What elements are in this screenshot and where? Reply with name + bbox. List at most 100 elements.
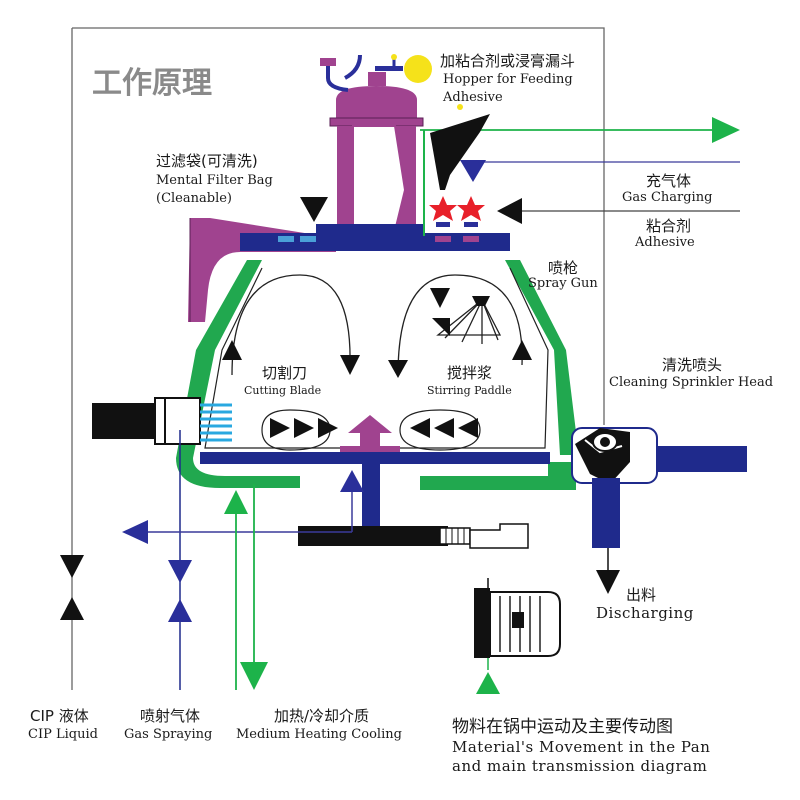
hopper-label-cn: 加粘合剂或浸膏漏斗 bbox=[440, 52, 576, 70]
bottom-arrows-left bbox=[410, 418, 478, 438]
exhaust-arrow bbox=[712, 117, 740, 143]
hopper-label-en-1: Hopper for Feeding bbox=[443, 72, 573, 87]
medium-label-cn: 加热/冷却介质 bbox=[274, 707, 370, 725]
discharge-arrow bbox=[596, 570, 620, 594]
discharge-pipe-down bbox=[592, 478, 620, 548]
motor-flange bbox=[474, 588, 490, 658]
bowl-plate bbox=[200, 452, 550, 464]
filter-arrow bbox=[300, 197, 328, 222]
flow-arrow-4 bbox=[512, 340, 532, 360]
bowl-wall bbox=[176, 260, 300, 488]
gear-output bbox=[469, 523, 529, 549]
discharging-label-cn: 出料 bbox=[626, 586, 657, 604]
gas-spraying-label-cn: 喷射气体 bbox=[140, 707, 201, 725]
return-arrow bbox=[122, 520, 148, 544]
filter-bag bbox=[352, 125, 407, 232]
bottom-loop-right bbox=[399, 409, 481, 451]
gear-coupling-ribs bbox=[445, 528, 465, 544]
spray-gun-fan bbox=[436, 298, 502, 344]
stirring-paddle-label-en: Stirring Paddle bbox=[427, 384, 512, 397]
gearbox bbox=[298, 526, 448, 546]
indicator-bulb bbox=[404, 55, 432, 83]
hopper bbox=[430, 114, 490, 190]
spray-base-1 bbox=[436, 222, 450, 227]
hopper-dot bbox=[457, 104, 463, 110]
filter-label-en-1: Mental Filter Bag bbox=[156, 173, 273, 188]
gear-coupling bbox=[439, 527, 471, 545]
gas-charging-label-cn: 充气体 bbox=[646, 172, 692, 190]
cip-label-en: CIP Liquid bbox=[28, 727, 98, 742]
motor-box bbox=[512, 612, 524, 628]
main-shaft bbox=[362, 464, 380, 536]
sprinkler-label-cn: 清洗喷头 bbox=[662, 356, 723, 374]
flow-right-loop bbox=[397, 274, 523, 376]
filter-body-left bbox=[337, 126, 353, 231]
discharge-pupil bbox=[600, 437, 610, 447]
chopper-motor bbox=[92, 403, 160, 439]
caption-en-1: Material's Movement in the Pan bbox=[452, 738, 711, 756]
gas-valve-top bbox=[168, 560, 192, 583]
lid-nozzle-1 bbox=[278, 236, 294, 242]
filter-label-cn: 过滤袋(可清洗) bbox=[156, 152, 258, 170]
cip-label-cn: CIP 液体 bbox=[30, 707, 89, 725]
chopper-blades bbox=[200, 403, 232, 442]
lid-nozzle-4 bbox=[463, 236, 479, 242]
impeller-hub bbox=[340, 446, 400, 452]
medium-down-arrow bbox=[240, 662, 268, 690]
page-title: 工作原理 bbox=[92, 66, 212, 101]
medium-up-arrow bbox=[224, 490, 248, 514]
return-up-arrow bbox=[340, 470, 364, 492]
adhesive-arrow bbox=[497, 198, 522, 224]
cip-valve-top bbox=[60, 555, 84, 578]
bowl-wall-right bbox=[505, 260, 576, 455]
caption-cn: 物料在锅中运动及主要传动图 bbox=[452, 717, 673, 737]
lid-plate bbox=[316, 224, 424, 234]
caption-en-2: and main transmission diagram bbox=[452, 757, 708, 775]
adhesive-label-en: Adhesive bbox=[635, 235, 695, 250]
spray-gun-label-en: Spray Gun bbox=[528, 276, 598, 291]
gas-valve-bottom bbox=[168, 599, 192, 622]
cutting-blade-label-cn: 切割刀 bbox=[262, 364, 308, 382]
cutting-blade-label-en: Cutting Blade bbox=[244, 384, 322, 397]
bowl-bottom-right bbox=[420, 462, 576, 490]
bottom-arrows-right bbox=[270, 418, 338, 438]
flow-arrow-2 bbox=[222, 340, 242, 360]
spray-star-2 bbox=[457, 196, 485, 221]
gas-charging-label-en: Gas Charging bbox=[622, 190, 713, 205]
filter-label-en-2: (Cleanable) bbox=[156, 191, 232, 206]
stirring-paddle-label-cn: 搅拌浆 bbox=[447, 364, 493, 382]
motor-fins bbox=[499, 596, 541, 652]
spray-star-1 bbox=[429, 196, 457, 221]
sprinkler-label-en: Cleaning Sprinkler Head bbox=[609, 375, 774, 390]
motor-green-arrow bbox=[476, 672, 500, 694]
lid-nozzle-3 bbox=[435, 236, 451, 242]
spray-base-2 bbox=[464, 222, 478, 227]
cip-valve-bottom bbox=[60, 597, 84, 620]
adhesive-label-cn: 粘合剂 bbox=[646, 217, 692, 235]
filter-band bbox=[329, 117, 424, 127]
discharge-pipe-right bbox=[657, 446, 747, 472]
flow-arrow-5 bbox=[430, 288, 450, 308]
medium-label-en: Medium Heating Cooling bbox=[236, 727, 402, 742]
frame-line bbox=[72, 27, 605, 425]
lid-nozzle-2 bbox=[300, 236, 316, 242]
hopper-label-en-2: Adhesive bbox=[443, 90, 503, 105]
motor-body bbox=[489, 591, 561, 657]
spray-arrow bbox=[432, 318, 450, 336]
filter-cap bbox=[320, 58, 336, 66]
filter-housing bbox=[336, 86, 417, 125]
flow-arrow-1 bbox=[340, 355, 360, 375]
spray-gun-label-cn: 喷枪 bbox=[548, 259, 579, 277]
impeller-arrow bbox=[348, 415, 392, 446]
bulb-pin-top bbox=[391, 54, 397, 60]
flow-left-loop bbox=[231, 274, 351, 376]
gas-charging-arrow bbox=[460, 160, 486, 182]
spray-gun-tip bbox=[472, 296, 490, 306]
discharging-label-en: Discharging bbox=[596, 604, 694, 622]
filter-body-right bbox=[395, 126, 416, 231]
filter-neck bbox=[368, 72, 386, 86]
valve-stem bbox=[375, 66, 403, 71]
gas-spraying-label-en: Gas Spraying bbox=[124, 727, 213, 742]
